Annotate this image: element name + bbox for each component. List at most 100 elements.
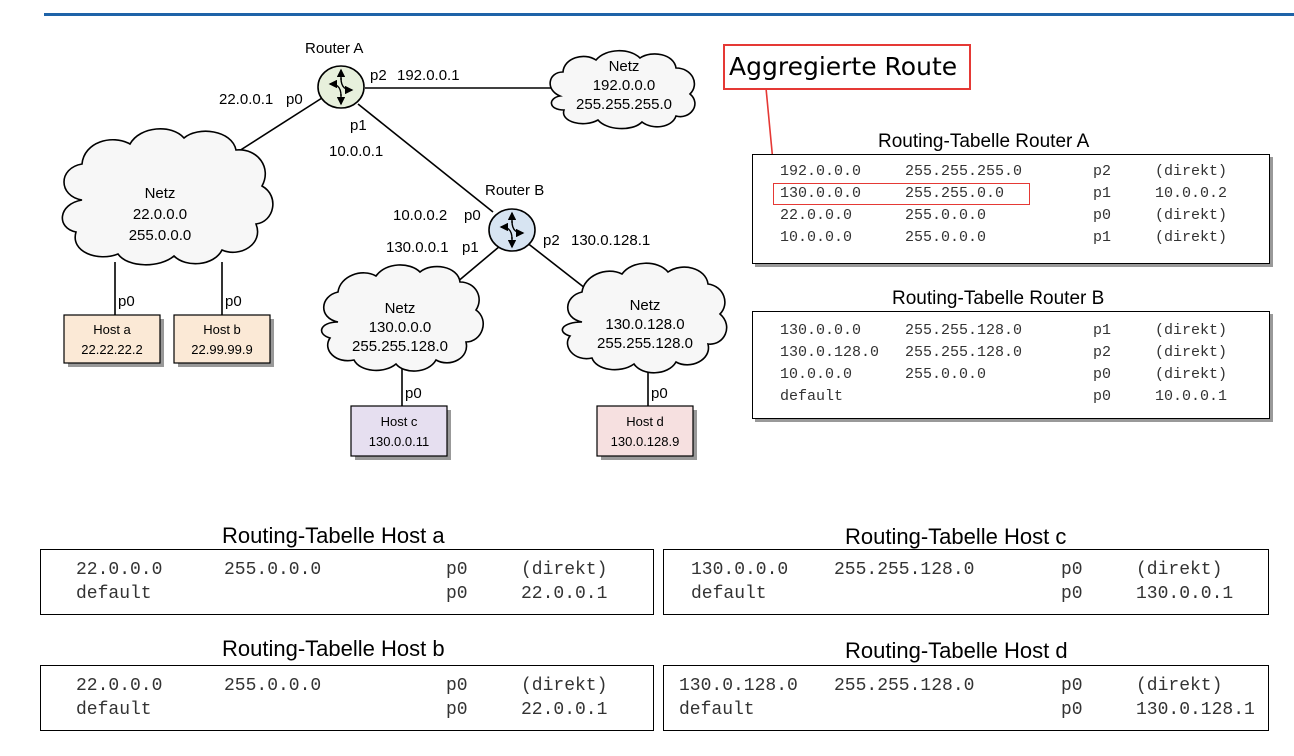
cell-mask: 255.255.128.0 (834, 560, 975, 580)
host-b: Host b 22.99.99.9 (173, 314, 274, 367)
table-host-c: 130.0.0.0 255.255.128.0 p0 (direkt) default p… (663, 549, 1269, 615)
cell-port: p2 (1093, 344, 1112, 361)
host-b-port: p0 (225, 293, 242, 310)
router-a-p2-label: p2 (370, 67, 387, 84)
cell-port: p0 (446, 676, 468, 696)
host-b-ip: 22.99.99.9 (191, 342, 252, 357)
cell-mask: 255.255.128.0 (905, 344, 1023, 361)
host-a-port: p0 (118, 293, 135, 310)
aggregated-route-highlight (773, 183, 1030, 205)
host-d: Host d 130.0.128.9 (596, 405, 697, 460)
cell-mask: 255.255.0.0 (905, 185, 1005, 202)
router-b-p0-ip: 10.0.0.2 (393, 207, 447, 224)
cell-gw: (direkt) (1136, 560, 1223, 580)
host-c-ip: 130.0.0.11 (369, 434, 429, 449)
cell-net: 130.0.128.0 (780, 344, 880, 361)
cell-gw: 10.0.0.1 (1155, 388, 1228, 405)
cell-net: 10.0.0.0 (780, 229, 853, 246)
cell-port: p1 (1093, 185, 1112, 202)
router-b-p1-ip: 130.0.0.1 (386, 239, 449, 256)
cell-mask: 255.255.128.0 (834, 676, 975, 696)
net-192-mask: 255.255.255.0 (576, 96, 672, 113)
router-b-p2-label: p2 (543, 232, 560, 249)
router-a-p1-ip: 10.0.0.1 (329, 143, 383, 160)
cell-net: 22.0.0.0 (780, 207, 853, 224)
router-a-body (317, 65, 365, 109)
aggregated-route-callout: Aggregierte Route (723, 44, 971, 90)
title-rule (44, 13, 1294, 16)
cell-gw: (direkt) (1155, 163, 1228, 180)
table-host-c-title: Routing-Tabelle Host c (845, 524, 1067, 549)
router-b-name: Router B (485, 182, 544, 199)
cell-port: p1 (1093, 229, 1112, 246)
cell-net: 130.0.0.0 (780, 322, 862, 339)
cell-mask: 255.0.0.0 (905, 207, 987, 224)
cell-port: p0 (1061, 584, 1083, 604)
cell-net: default (691, 584, 767, 604)
table-router-b-title: Routing-Tabelle Router B (892, 288, 1105, 309)
net-130-128-mask: 255.255.128.0 (597, 335, 693, 352)
host-d-ip: 130.0.128.9 (611, 434, 680, 449)
cell-port: p0 (1093, 207, 1112, 224)
cell-port: p0 (1093, 366, 1112, 383)
host-c: Host c 130.0.0.11 (350, 405, 451, 460)
network-diagram: Router A 22.0.0.1 p0 p2 192.0.0.1 p1 10.… (61, 40, 781, 460)
cell-port: p0 (446, 560, 468, 580)
cell-net: 10.0.0.0 (780, 366, 853, 383)
cloud-net-130-128 (561, 262, 728, 374)
router-a-icon (317, 65, 365, 109)
cell-net: 130.0.0.0 (691, 560, 789, 580)
net-192-title: Netz (609, 58, 640, 75)
router-b-p0-label: p0 (464, 207, 481, 224)
cell-port: p0 (446, 700, 468, 720)
cell-gw: (direkt) (1155, 229, 1228, 246)
cell-net: default (780, 388, 844, 405)
cell-port: p0 (1061, 700, 1083, 720)
net-130-title: Netz (385, 300, 416, 317)
cell-gw: 10.0.0.2 (1155, 185, 1228, 202)
host-c-port: p0 (405, 385, 422, 402)
cell-net: 22.0.0.0 (76, 676, 163, 696)
host-a-name: Host a (93, 322, 131, 337)
router-a-p2-ip: 192.0.0.1 (397, 67, 460, 84)
cloud-net-130 (320, 264, 485, 372)
cell-port: p0 (446, 584, 468, 604)
net-22-title: Netz (145, 185, 176, 202)
net-22-mask: 255.0.0.0 (129, 227, 192, 244)
cell-net: 130.0.128.0 (679, 676, 798, 696)
net-130-mask: 255.255.128.0 (352, 338, 448, 355)
cell-net: 192.0.0.0 (780, 163, 862, 180)
router-a-name: Router A (305, 40, 363, 57)
cell-port: p2 (1093, 163, 1112, 180)
cell-gw: (direkt) (1136, 676, 1223, 696)
table-host-a-title: Routing-Tabelle Host a (222, 523, 445, 548)
table-router-b: 130.0.0.0 255.255.128.0 p1 (direkt) 130.0.12… (752, 311, 1270, 419)
cell-port: p1 (1093, 322, 1112, 339)
cell-mask: 255.255.255.0 (905, 163, 1023, 180)
link-routerb-net130128 (525, 241, 591, 293)
router-b-p1-label: p1 (462, 239, 479, 256)
host-d-name: Host d (626, 414, 664, 429)
cell-gw: 130.0.0.1 (1136, 584, 1234, 604)
cell-gw: 130.0.128.1 (1136, 700, 1255, 720)
cell-net: 22.0.0.0 (76, 560, 163, 580)
host-a-ip: 22.22.22.2 (81, 342, 142, 357)
cell-gw: (direkt) (521, 560, 608, 580)
cell-gw: (direkt) (1155, 207, 1228, 224)
cell-net: default (679, 700, 755, 720)
router-a-p0-ip: 22.0.0.1 (219, 91, 273, 108)
router-a-p0-label: p0 (286, 91, 303, 108)
net-130-128-addr: 130.0.128.0 (605, 316, 684, 333)
table-host-b-title: Routing-Tabelle Host b (222, 636, 445, 661)
cell-mask: 255.0.0.0 (224, 560, 322, 580)
host-d-port: p0 (651, 385, 668, 402)
host-b-name: Host b (203, 322, 241, 337)
cell-gw: (direkt) (1155, 366, 1228, 383)
cell-net: default (76, 584, 152, 604)
cell-port: p0 (1061, 560, 1083, 580)
net-22-addr: 22.0.0.0 (133, 206, 187, 223)
